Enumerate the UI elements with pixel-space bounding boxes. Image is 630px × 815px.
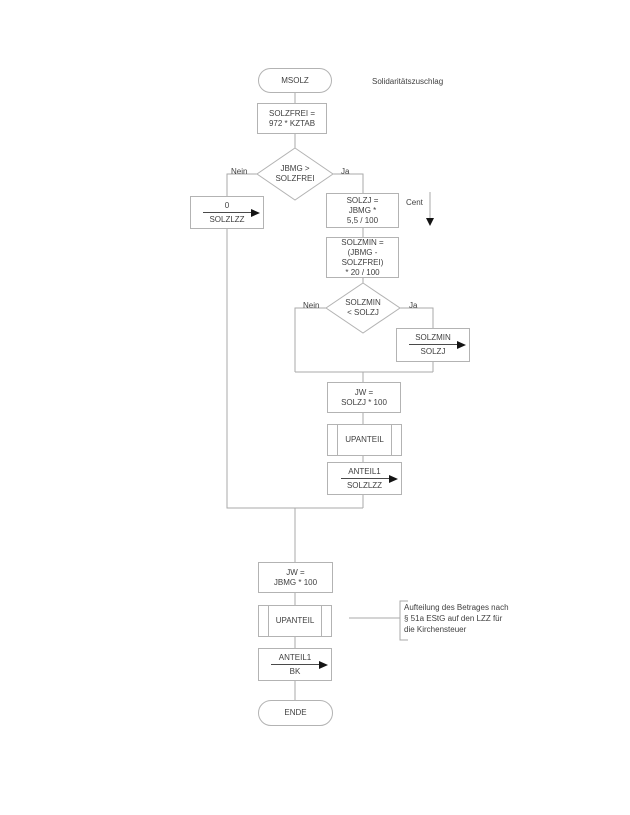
assign-zero-solzlzz: 0 SOLZLZZ: [190, 196, 264, 229]
assign-arrow-icon: [271, 660, 328, 669]
assign-arrow-icon: [203, 208, 260, 217]
jw-solzj-process-label: JW = SOLZJ * 100: [341, 387, 387, 407]
jw-jbmg-process: JW = JBMG * 100: [258, 562, 333, 593]
jw-solzj-process: JW = SOLZJ * 100: [327, 382, 401, 413]
assign-anteil1-bk: ANTEIL1 BK: [258, 648, 332, 681]
upanteil-1-label: UPANTEIL: [345, 435, 384, 444]
decision-jbmg-yes-label: Ja: [341, 167, 350, 176]
upanteil-2-label: UPANTEIL: [275, 616, 315, 625]
upanteil-subroutine-1: UPANTEIL: [327, 424, 402, 456]
solzj-process-label: SOLZJ = JBMG * 5,5 / 100: [346, 195, 379, 225]
subroutine-side-bars: [268, 606, 322, 636]
note-annotation: Aufteilung des Betrages nach § 51a EStG …: [404, 603, 509, 634]
assign-anteil1-target: SOLZLZZ: [346, 480, 383, 490]
solzfrei-process: SOLZFREI = 972 * KZTAB: [257, 103, 327, 134]
cent-arrow-icon: [426, 192, 434, 226]
assign-anteil1-value: ANTEIL1: [348, 466, 381, 476]
title-annotation: Solidaritätszuschlag: [372, 77, 444, 86]
assign-solzmin-value: SOLZMIN: [415, 333, 451, 342]
decision-solzmin-label: SOLZMIN < SOLZJ: [345, 298, 381, 317]
assign-zero-value: 0: [224, 200, 230, 210]
assign-zero-target: SOLZLZZ: [209, 214, 245, 224]
decision-solzmin-yes-label: Ja: [409, 301, 418, 310]
start-terminal: MSOLZ: [258, 68, 332, 93]
cent-annotation: Cent: [406, 198, 423, 207]
decision-jbmg-diamond: [256, 147, 334, 201]
solzj-process: SOLZJ = JBMG * 5,5 / 100: [326, 193, 399, 228]
assign-arrow-icon: [340, 474, 398, 483]
subroutine-side-bars: [337, 425, 392, 455]
decision-jbmg-label: JBMG > SOLZFREI: [275, 164, 315, 183]
decision-solzmin-diamond: [325, 282, 401, 334]
solzfrei-process-label: SOLZFREI = 972 * KZTAB: [268, 108, 316, 128]
assign-solzmin-solzj: SOLZMIN SOLZJ: [396, 328, 470, 362]
note-bracket: [399, 600, 408, 641]
solzmin-process-label: SOLZMIN = (JBMG - SOLZFREI) * 20 / 100: [341, 237, 384, 277]
assign-arrow-icon: [409, 341, 466, 349]
decision-solzmin-no-label: Nein: [303, 301, 320, 310]
assign-solzmin-target: SOLZJ: [420, 347, 446, 356]
connectors: [226, 93, 434, 700]
end-terminal-label: ENDE: [284, 708, 307, 717]
assign-anteil1-solzlzz: ANTEIL1 SOLZLZZ: [327, 462, 402, 495]
end-terminal: ENDE: [258, 700, 333, 726]
solzmin-process: SOLZMIN = (JBMG - SOLZFREI) * 20 / 100: [326, 237, 399, 278]
assign-anteil1-bk-value: ANTEIL1: [278, 652, 312, 662]
jw-jbmg-process-label: JW = JBMG * 100: [273, 567, 318, 587]
assign-anteil1-bk-target: BK: [289, 666, 301, 676]
upanteil-subroutine-2: UPANTEIL: [258, 605, 332, 637]
start-terminal-label: MSOLZ: [281, 75, 309, 85]
decision-jbmg-no-label: Nein: [231, 167, 248, 176]
